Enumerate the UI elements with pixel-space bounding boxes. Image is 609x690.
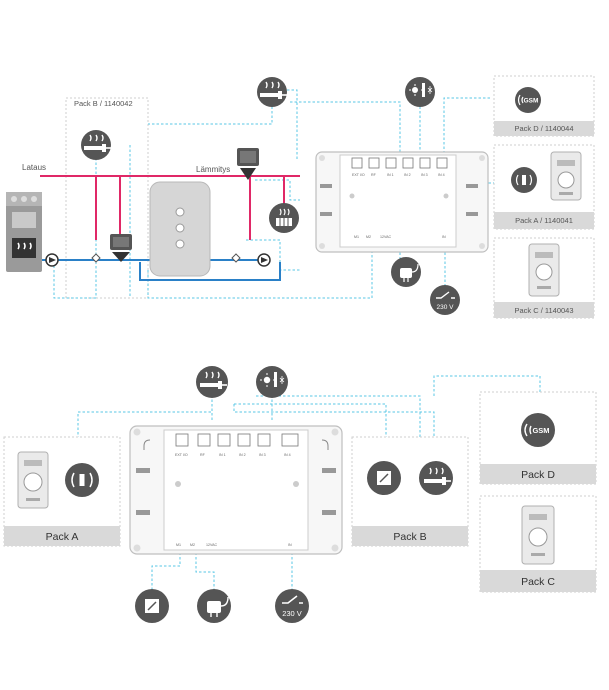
top-pumps (45, 253, 271, 267)
bottom-bport-12vac: 12VAC (206, 543, 218, 547)
top-diagram: Pack B / 1140042 Lataus (6, 75, 595, 319)
top-pack-d: Pack D / 1140044 GSM (493, 75, 595, 137)
bottom-gsm-icon: GSM (521, 413, 555, 447)
top-dashed-connections (53, 89, 500, 299)
bottom-pack-d-label: Pack D (521, 469, 555, 481)
bottom-bport-m1: M1 (176, 543, 181, 547)
bottom-pack-c-label: Pack C (521, 576, 555, 588)
top-switch-230v-icon: 230 V (430, 285, 460, 315)
top-mixing-valve-1 (110, 234, 132, 262)
bottom-controller: EXT I/O RF IN 1 IN 2 IN 3 IN 4 M1 M2 12V… (129, 425, 343, 555)
bottom-adapter-icon (197, 589, 231, 623)
top-lammitys-label: Lämmitys (196, 165, 230, 174)
top-pack-b-box (65, 97, 149, 299)
top-pack-c: Pack C / 1140043 (493, 237, 595, 319)
top-bport-12vac: 12VAC (380, 235, 392, 239)
top-pack-a-label: Pack A / 1140041 (515, 216, 573, 225)
bottom-port-in1: IN 1 (219, 453, 226, 457)
bottom-voltage-text: 230 V (282, 609, 302, 618)
top-outdoor-sensor-icon (405, 77, 435, 107)
top-storage-tank (149, 181, 211, 277)
bottom-port-in2: IN 2 (239, 453, 246, 457)
bottom-outdoor-sensor-icon (256, 366, 288, 398)
bottom-switch-230v-icon: 230 V (275, 589, 309, 623)
bottom-pack-a: Pack A (3, 436, 121, 547)
bottom-bport-m2: M2 (190, 543, 195, 547)
top-bport-in: IN (442, 235, 446, 239)
bottom-pack-a-label: Pack A (46, 531, 79, 543)
bottom-pack-d: Pack D GSM (479, 391, 597, 485)
top-boiler (6, 192, 42, 272)
bottom-room-unit-c (521, 505, 555, 565)
top-wireless-icon (511, 167, 537, 193)
bottom-port-in3: IN 3 (259, 453, 266, 457)
top-pack-d-label: Pack D / 1140044 (514, 124, 573, 133)
bottom-pack-b-label: Pack B (393, 531, 426, 543)
top-pack-a: Pack A / 1140041 (493, 144, 595, 230)
bottom-gsm-text: GSM (532, 426, 549, 435)
top-radiator-icon (269, 203, 299, 233)
top-room-unit-a (550, 151, 582, 201)
top-pack-c-label: Pack C / 1140043 (514, 306, 573, 315)
top-lataus-label: Lataus (22, 163, 46, 172)
top-pack-b-label: Pack B / 1140042 (74, 99, 133, 108)
top-port-in2: IN 2 (404, 173, 411, 177)
top-probe-icon-pack-b (81, 130, 111, 160)
top-mixing-valve-2 (237, 148, 259, 180)
top-room-unit-c (528, 243, 560, 297)
bottom-pack-b-probe-icon (419, 461, 453, 495)
top-bport-m2: M2 (366, 235, 371, 239)
top-probe-icon-top (257, 77, 287, 107)
top-voltage-text: 230 V (437, 304, 455, 311)
top-port-ext: EXT I/O (352, 173, 365, 177)
top-gsm-icon: GSM (515, 87, 541, 113)
top-port-in1: IN 1 (387, 173, 394, 177)
top-adapter-icon (391, 257, 421, 287)
top-controller-ports: EXT I/O RF IN 1 IN 2 IN 3 IN 4 M1 M2 12V… (351, 157, 448, 239)
bottom-room-unit-a (17, 451, 49, 509)
bottom-pack-c: Pack C (479, 495, 597, 593)
bottom-diagram: Pack A (3, 366, 597, 623)
bottom-thermostat-icon (367, 461, 401, 495)
bottom-pack-b: Pack B (351, 436, 469, 547)
bottom-room-thermostat-icon (135, 589, 169, 623)
top-bport-m1: M1 (354, 235, 359, 239)
top-port-rf: RF (371, 173, 377, 177)
bottom-bport-in: IN (288, 543, 292, 547)
top-port-in4: IN 4 (438, 173, 445, 177)
top-port-in3: IN 3 (421, 173, 428, 177)
bottom-controller-ports: EXT I/O RF IN 1 IN 2 IN 3 IN 4 M1 M2 12V… (175, 433, 299, 547)
bottom-port-in4: IN 4 (284, 453, 291, 457)
bottom-port-ext: EXT I/O (175, 453, 188, 457)
top-gsm-text: GSM (524, 98, 539, 105)
bottom-port-rf: RF (200, 453, 206, 457)
bottom-wireless-icon (65, 463, 99, 497)
bottom-probe-icon (196, 366, 228, 398)
top-controller: EXT I/O RF IN 1 IN 2 IN 3 IN 4 M1 M2 12V… (315, 151, 489, 253)
